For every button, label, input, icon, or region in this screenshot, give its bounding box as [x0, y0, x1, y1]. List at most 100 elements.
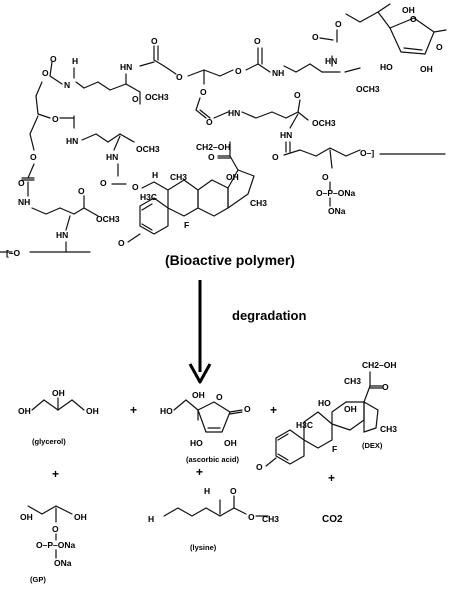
svg-text:O: O: [132, 94, 139, 104]
svg-text:O: O: [254, 36, 261, 46]
svg-text:CH2–OH: CH2–OH: [362, 360, 396, 370]
svg-text:F: F: [184, 220, 189, 230]
plus-sign: +: [52, 467, 59, 481]
svg-text:OCH3: OCH3: [96, 214, 120, 224]
svg-text:[–O: [–O: [6, 248, 21, 258]
svg-text:F: F: [332, 444, 337, 454]
svg-text:O: O: [50, 54, 57, 64]
degradation-arrow: degradation: [188, 280, 306, 384]
gp-structure: OH OH O O–P–ONa ONa (GP): [20, 505, 87, 584]
svg-text:O: O: [208, 152, 215, 162]
svg-text:O: O: [436, 42, 443, 52]
glycerol-structure: OH OH OH (glycerol): [18, 388, 99, 446]
svg-text:OH: OH: [74, 512, 87, 522]
svg-text:H3C: H3C: [296, 420, 313, 430]
svg-text:HO: HO: [318, 398, 331, 408]
dex-structure: CH2–OH O O CH3 OH HO H3C F CH3 (DEX): [256, 360, 397, 472]
svg-text:HN: HN: [56, 230, 68, 240]
svg-text:HO: HO: [190, 438, 203, 448]
svg-text:OCH3: OCH3: [136, 144, 160, 154]
dex-label: (DEX): [362, 441, 383, 450]
svg-text:O: O: [235, 66, 242, 76]
svg-text:O: O: [382, 382, 389, 392]
svg-text:HO: HO: [380, 62, 393, 72]
svg-text:OH: OH: [226, 172, 239, 182]
svg-text:CH2–OH: CH2–OH: [196, 142, 230, 152]
co2-label: CO2: [322, 514, 343, 525]
ascorbic-acid-label: (ascorbic acid): [186, 455, 239, 464]
svg-text:O: O: [30, 152, 37, 162]
svg-text:O–P–ONa: O–P–ONa: [316, 188, 355, 198]
svg-text:O: O: [206, 117, 213, 127]
svg-text:NH: NH: [272, 68, 284, 78]
svg-text:O: O: [151, 36, 158, 46]
svg-text:O: O: [294, 90, 301, 100]
svg-text:O–]: O–]: [360, 148, 374, 158]
svg-text:O: O: [52, 114, 59, 124]
svg-text:OH: OH: [224, 438, 237, 448]
plus-sign: +: [270, 403, 277, 417]
svg-text:HN: HN: [66, 136, 78, 146]
svg-text:O: O: [272, 152, 279, 162]
svg-text:O: O: [42, 68, 49, 78]
bioactive-polymer-structure: OH O O HO OH O O HN OCH3 NH: [0, 3, 447, 268]
svg-text:HO: HO: [160, 406, 173, 416]
top-carbamate-chain: O HN OCH3 NH O O O O: [42, 29, 380, 105]
plus-sign: +: [130, 403, 137, 417]
svg-text:O: O: [216, 392, 223, 402]
svg-text:N: N: [64, 80, 70, 90]
svg-text:H: H: [72, 56, 78, 66]
svg-text:NH: NH: [18, 197, 30, 207]
svg-text:H: H: [152, 170, 158, 180]
svg-text:OH: OH: [86, 406, 99, 416]
svg-text:HN: HN: [228, 108, 240, 118]
svg-text:O: O: [230, 486, 237, 496]
polymer-title: (Bioactive polymer): [165, 252, 295, 268]
svg-text:OH: OH: [402, 5, 415, 15]
svg-text:O: O: [118, 238, 125, 248]
lysine-structure: H O O CH3 H (lysine): [148, 486, 279, 552]
ascorbate-ring-top: OH O O HO OH O: [335, 3, 447, 74]
svg-text:O: O: [256, 462, 263, 472]
plus-sign: +: [196, 465, 203, 479]
svg-text:ONa: ONa: [328, 206, 346, 216]
svg-text:O: O: [200, 87, 207, 97]
lysine-label: (lysine): [190, 543, 217, 552]
svg-text:H: H: [148, 514, 154, 524]
svg-text:CH3: CH3: [344, 376, 361, 386]
svg-text:OH: OH: [18, 406, 31, 416]
svg-text:OH: OH: [192, 390, 205, 400]
svg-text:HN: HN: [106, 152, 118, 162]
svg-text:O: O: [248, 512, 255, 522]
svg-text:O: O: [322, 172, 329, 182]
svg-text:O: O: [132, 182, 139, 192]
svg-text:HN: HN: [280, 130, 292, 140]
svg-text:H: H: [204, 486, 210, 496]
svg-text:OH: OH: [420, 64, 433, 74]
svg-text:O: O: [78, 186, 85, 196]
svg-text:O: O: [312, 32, 319, 42]
svg-text:O–P–ONa: O–P–ONa: [36, 540, 75, 550]
svg-text:OCH3: OCH3: [145, 92, 169, 102]
svg-text:H3C: H3C: [140, 192, 157, 202]
glycerol-label: (glycerol): [32, 437, 66, 446]
svg-text:CH3: CH3: [170, 172, 187, 182]
svg-text:OH: OH: [52, 388, 65, 398]
svg-text:O: O: [335, 19, 342, 29]
svg-text:O: O: [18, 178, 25, 188]
svg-text:O: O: [410, 14, 417, 24]
svg-text:O: O: [176, 72, 183, 82]
svg-text:CH3: CH3: [262, 514, 279, 524]
middle-carbamate-chain: O HN OCH3 O HN O O–] O O–P: [195, 90, 446, 216]
svg-text:O: O: [244, 404, 251, 414]
svg-text:OH: OH: [344, 404, 357, 414]
svg-text:HN: HN: [325, 56, 337, 66]
degradation-label: degradation: [232, 308, 306, 323]
svg-text:CH3: CH3: [250, 198, 267, 208]
svg-text:OCH3: OCH3: [356, 84, 380, 94]
left-glycerol-chain: O HN OCH3 HN O O O NH: [0, 81, 160, 258]
svg-text:OH: OH: [20, 512, 33, 522]
gp-label: (GP): [30, 575, 46, 584]
